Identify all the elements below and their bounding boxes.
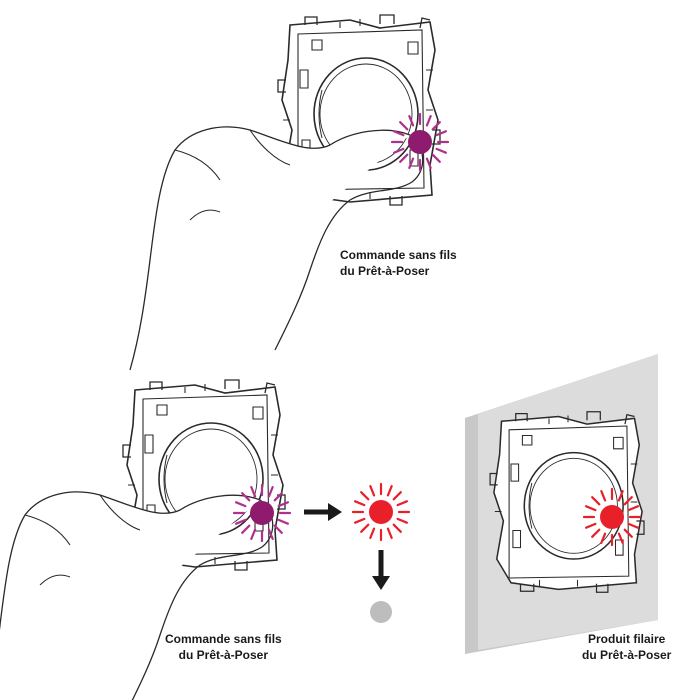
red-led-icon [351, 482, 411, 542]
caption-top-line1: Commande sans fils [340, 248, 457, 262]
caption-bottom-left: Commande sans fils du Prêt-à-Poser [165, 631, 282, 663]
caption-top-line2: du Prêt-à-Poser [340, 264, 430, 278]
bottom-left-led-magenta-icon [232, 483, 292, 543]
caption-bottom-left-line1: Commande sans fils [165, 632, 282, 646]
bottom-right-led-red-icon [582, 487, 642, 547]
bottom-left-hand-icon [0, 491, 274, 700]
bottom-right-switch-mechanism-icon [489, 410, 645, 594]
caption-top: Commande sans fils du Prêt-à-Poser [340, 247, 457, 279]
caption-bottom-left-line2: du Prêt-à-Poser [178, 648, 269, 662]
led-off-icon [370, 601, 392, 623]
top-scene [129, 14, 450, 371]
bottom-left-scene [0, 379, 292, 700]
top-led-magenta-icon [390, 112, 450, 172]
bottom-right-scene [465, 354, 658, 654]
caption-bottom-right: Produit filaire du Prêt-à-Poser [582, 631, 671, 663]
arrow-down-icon [372, 550, 390, 590]
caption-bottom-right-line1: Produit filaire [588, 632, 666, 646]
caption-bottom-right-line2: du Prêt-à-Poser [582, 648, 672, 662]
arrow-right-icon [304, 503, 342, 521]
